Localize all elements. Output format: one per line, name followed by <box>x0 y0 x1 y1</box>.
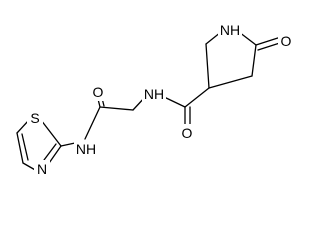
atom-label-n-amide-left: NH <box>76 141 96 157</box>
atom-n-pyrrolidine: NH <box>218 21 242 39</box>
bond-c4-c5 <box>251 44 257 77</box>
thiazole-ring <box>16 119 62 172</box>
atom-label-n-thiazole: N <box>37 161 47 177</box>
atom-label-o-carboxamide: O <box>182 125 193 141</box>
atom-o-carboxamide: O <box>179 124 195 142</box>
bond-c3-camide <box>184 87 210 108</box>
bond-n-c2thiazole <box>60 142 76 147</box>
atom-n-thiazole: N <box>34 160 50 178</box>
atom-o-pyrrolidone: O <box>278 32 294 50</box>
atom-n-amide-left: NH <box>74 140 98 158</box>
atom-s-thiazole: S <box>27 109 43 127</box>
atom-label-n-pyrrolidine: NH <box>220 22 240 38</box>
pyrrolidinone-ring <box>205 31 287 89</box>
atom-label-o-pyrrolidone: O <box>281 33 292 49</box>
atom-labels: O NH NH O O NH S N <box>27 21 294 178</box>
bond-ch2-cglyco <box>99 106 134 111</box>
bond-c3-c4 <box>208 75 253 89</box>
bond-c5-c4-double-b <box>21 133 29 161</box>
atom-o-glycine: O <box>90 83 106 101</box>
glycine-linker <box>60 95 147 147</box>
atom-label-o-glycine: O <box>93 84 104 100</box>
bond-c5-c4-double-a <box>16 132 24 164</box>
molecule-structure: O NH NH O O NH S N <box>16 21 294 178</box>
atom-label-s-thiazole: S <box>30 110 39 126</box>
atom-n-amide-right: NH <box>142 85 166 103</box>
atom-label-n-amide-right: NH <box>144 86 164 102</box>
bond-c2-c3 <box>205 43 210 89</box>
bond-cglyco-n <box>84 106 101 140</box>
bond-c2-s <box>40 119 62 147</box>
bond-n-c2-double-b <box>43 143 57 161</box>
